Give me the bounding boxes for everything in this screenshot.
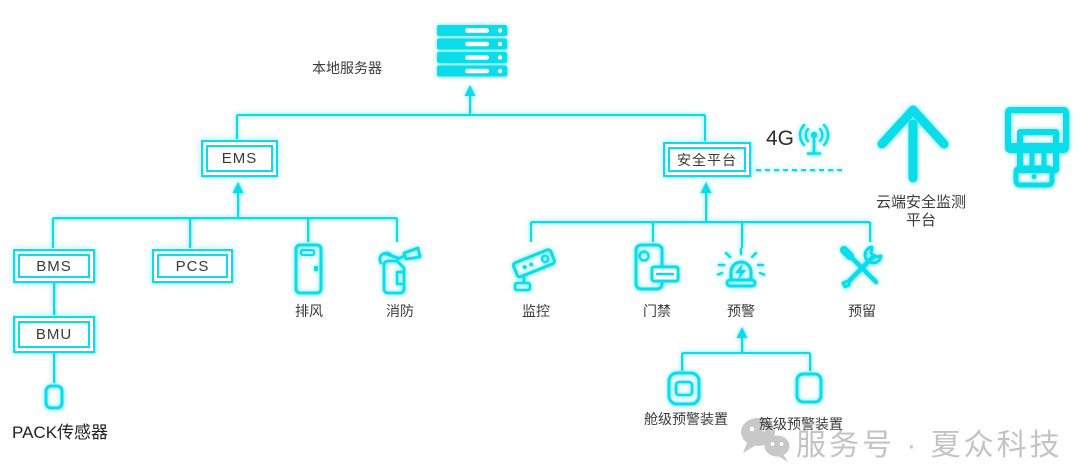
cabin-warning-device-label: 舱级预警装置 <box>644 411 728 427</box>
surveillance-label: 监控 <box>522 303 550 319</box>
bms-label: BMS <box>18 254 90 278</box>
ems-label: EMS <box>206 145 273 172</box>
reserved-label: 预留 <box>848 303 876 319</box>
sensor-module-icon <box>44 384 64 410</box>
siren-icon <box>716 247 766 288</box>
crossed-tools-icon <box>840 245 883 289</box>
fire-protection-label: 消防 <box>386 303 414 319</box>
pack-sensor-label: PACK传感器 <box>12 423 109 442</box>
card-reader-icon <box>634 243 680 291</box>
cluster-warning-device-label: 簇级预警装置 <box>759 416 843 432</box>
fire-extinguisher-icon <box>378 246 422 295</box>
bms-node: BMS <box>13 249 95 283</box>
server-rack-icon <box>437 25 507 77</box>
wechat-icon <box>741 418 790 462</box>
security-platform-node: 安全平台 <box>663 142 751 177</box>
ventilation-unit-icon <box>294 243 323 295</box>
ems-node: EMS <box>201 140 278 177</box>
antenna-signal-icon <box>798 123 830 155</box>
bmu-node: BMU <box>13 316 95 353</box>
local-server-label: 本地服务器 <box>312 60 382 76</box>
terminal-device-icon <box>1005 107 1069 188</box>
network-4g-label: 4G <box>766 127 795 150</box>
exhaust-fan-label: 排风 <box>295 303 323 319</box>
pcs-label: PCS <box>157 254 228 278</box>
cloud-platform-label-line1: 云端安全监测 <box>875 194 967 211</box>
watermark-text: 服务号 · 夏众科技 <box>796 429 1063 462</box>
access-control-label: 门禁 <box>643 303 671 319</box>
cloud-platform-label-line2: 平台 <box>905 212 937 229</box>
pcs-node: PCS <box>152 249 233 283</box>
box-device-icon <box>795 372 823 404</box>
bmu-label: BMU <box>18 321 90 348</box>
cctv-camera-icon <box>512 248 556 292</box>
big-up-arrow-icon <box>877 105 949 183</box>
security-platform-label: 安全平台 <box>668 147 746 172</box>
panel-device-icon <box>667 371 701 406</box>
early-warning-label: 预警 <box>727 303 755 319</box>
